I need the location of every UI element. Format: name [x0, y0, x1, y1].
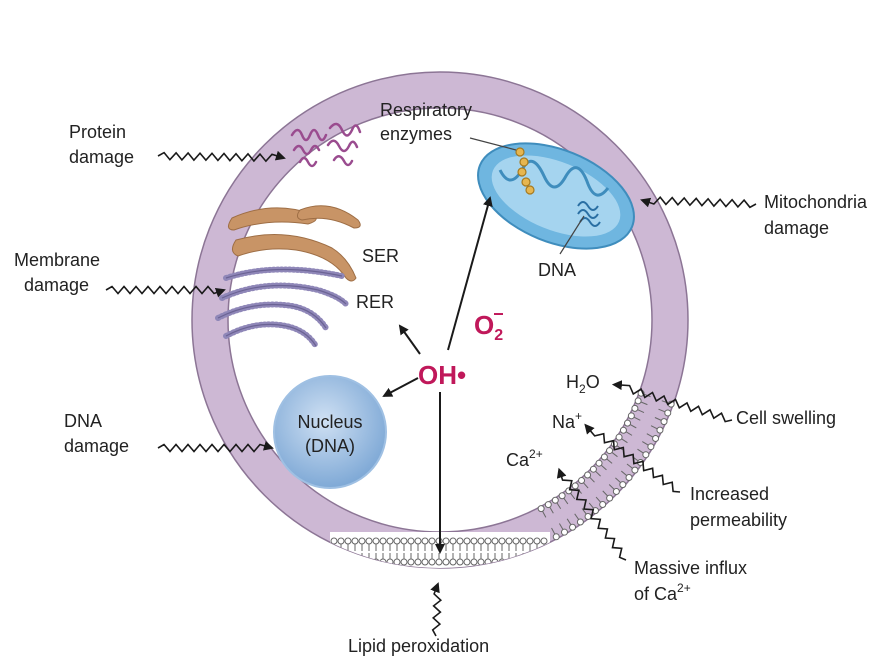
membrane-damage-label-1: Membrane [14, 250, 100, 270]
increased-permeability-label-2: permeability [690, 510, 787, 530]
rer-label: RER [356, 292, 394, 312]
wavy-arrow-lipid [430, 582, 443, 637]
respiratory-enzymes-label-2: enzymes [380, 124, 452, 144]
mitochondria-icon [477, 142, 635, 250]
enzymes-leader [469, 137, 517, 151]
wavy-arrows [105, 150, 757, 637]
wavy-arrow-calcium [556, 467, 627, 561]
calcium-label: Ca2+ [506, 447, 543, 470]
protein-coil-icon [290, 122, 362, 168]
massive-influx-label-2: of Ca2+ [634, 581, 691, 604]
arrow-to-mitochondria [447, 196, 493, 351]
protein-damage-label-2: damage [69, 147, 134, 167]
nucleus-icon [273, 375, 387, 489]
protein-damage-label-1: Protein [69, 122, 126, 142]
dna-damage-label-2: damage [64, 436, 129, 456]
wavy-arrow-permeability [584, 423, 681, 493]
lipid-peroxidation-label: Lipid peroxidation [348, 636, 489, 656]
wavy-arrow-membrane [105, 285, 226, 298]
ser-icon [228, 205, 361, 282]
rer-icon [215, 266, 349, 349]
membrane-damage-label-2: damage [24, 275, 89, 295]
wavy-arrow-protein [157, 150, 286, 163]
arrow-to-rer [398, 324, 421, 355]
lipid-bilayer-right [537, 389, 675, 541]
mito-dna-label: DNA [538, 260, 576, 280]
superoxide-label: O2− [474, 304, 504, 344]
sodium-label: Na+ [552, 409, 582, 432]
mitochondria-damage-label-2: damage [764, 218, 829, 238]
wavy-arrow-dna [157, 440, 274, 453]
wavy-arrow-mitochondria [640, 195, 757, 209]
nucleus-label-2: (DNA) [305, 436, 355, 456]
mitochondria-damage-label-1: Mitochondria [764, 192, 868, 212]
nucleus-label-1: Nucleus [297, 412, 362, 432]
dna-damage-label-1: DNA [64, 411, 102, 431]
dna-leader [559, 215, 585, 255]
respiratory-enzymes-label-1: Respiratory [380, 100, 472, 120]
respiratory-enzymes-icon [515, 147, 535, 195]
increased-permeability-label-1: Increased [690, 484, 769, 504]
wavy-arrow-cell-swelling [611, 380, 733, 423]
massive-influx-label-1: Massive influx [634, 558, 747, 578]
radical-arrows [382, 196, 493, 554]
arrow-to-nucleus [382, 377, 419, 397]
cell-swelling-label: Cell swelling [736, 408, 836, 428]
ser-label: SER [362, 246, 399, 266]
water-label: H2O [566, 372, 600, 396]
hydroxyl-radical-label: OH• [418, 360, 466, 390]
